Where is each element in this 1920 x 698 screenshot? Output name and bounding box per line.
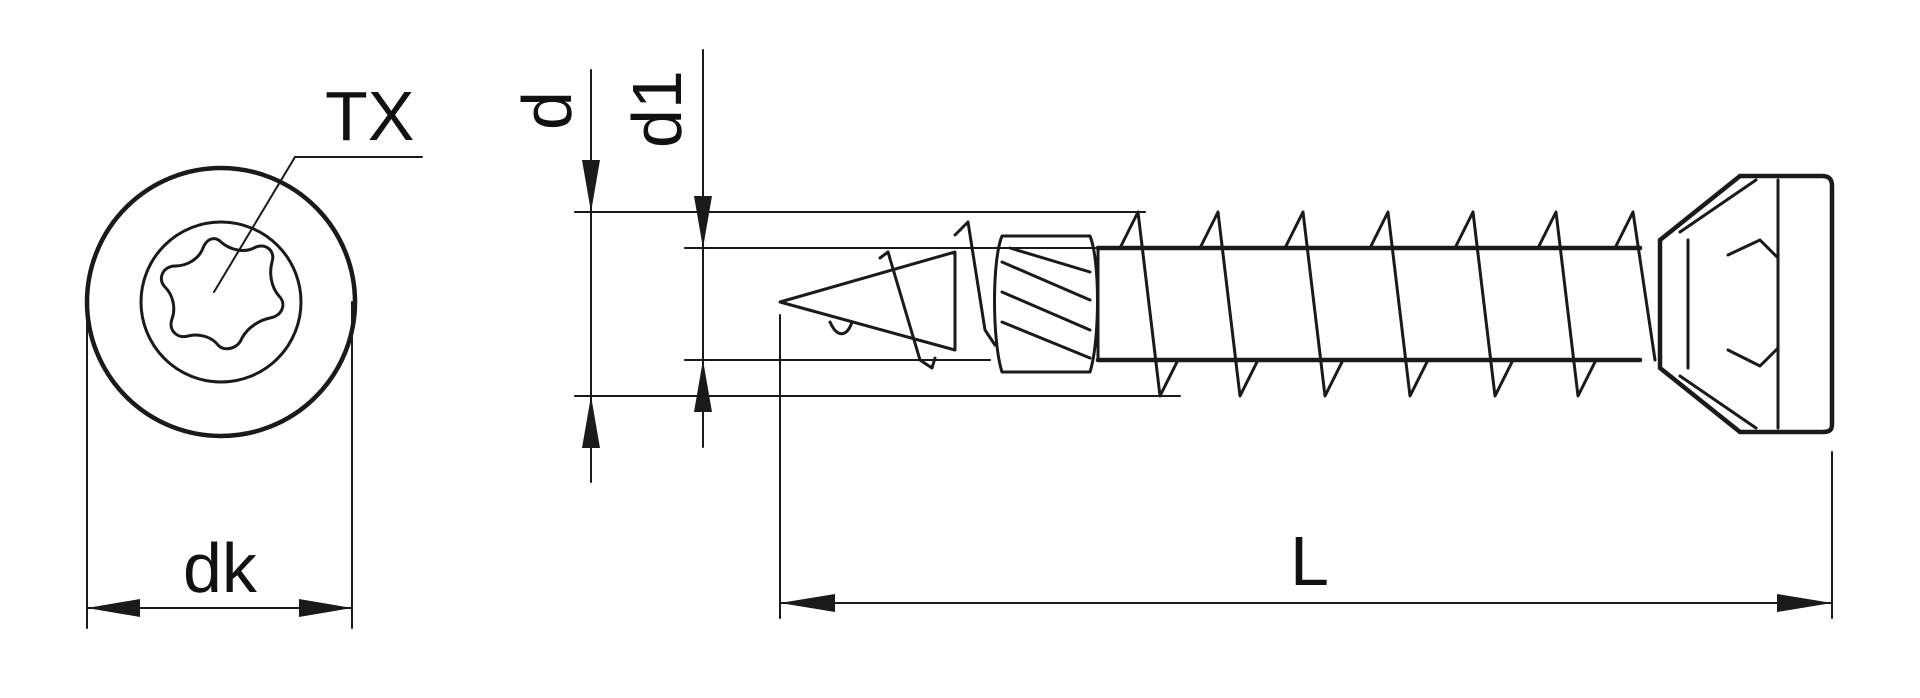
torx-recess-circle bbox=[139, 220, 303, 384]
head-chamfer bbox=[1678, 178, 1758, 430]
d1-arrow-top bbox=[694, 196, 712, 248]
thread-crest bbox=[1283, 210, 1345, 398]
threads bbox=[1118, 210, 1657, 398]
head-rib-bottom bbox=[1726, 346, 1780, 368]
tx-leader-line bbox=[213, 156, 296, 293]
thread-crest bbox=[1536, 210, 1598, 398]
d-arrow-top bbox=[582, 160, 600, 212]
cutting-groove-3 bbox=[1000, 320, 1092, 360]
thread-crest bbox=[1118, 210, 1180, 398]
screw-head bbox=[1657, 173, 1835, 435]
length-label: L bbox=[1290, 522, 1329, 600]
thread-crest bbox=[1613, 210, 1657, 362]
screw-side-view: d d1 bbox=[508, 49, 1835, 619]
thread-crest bbox=[1198, 210, 1260, 398]
thread-pre-1 bbox=[878, 250, 937, 370]
cutting-groove-4 bbox=[1008, 246, 1092, 274]
thread-crest bbox=[1453, 210, 1515, 398]
thread-pre-2 bbox=[953, 220, 997, 347]
torx-recess-icon bbox=[159, 237, 285, 351]
dk-arrow-left bbox=[87, 599, 140, 617]
cutting-groove-2 bbox=[1000, 290, 1092, 332]
d1-label: d1 bbox=[618, 70, 696, 148]
d-label: d bbox=[508, 91, 586, 130]
d1-arrow-bottom bbox=[694, 360, 712, 412]
dk-arrow-right bbox=[299, 599, 352, 617]
length-arrow-left bbox=[780, 594, 835, 612]
tip-thread-curl bbox=[828, 320, 854, 336]
length-arrow-right bbox=[1777, 594, 1832, 612]
d-arrow-bottom bbox=[582, 396, 600, 448]
cutting-zone bbox=[993, 234, 1099, 374]
head-view: TX dk bbox=[84, 77, 423, 629]
thread-crest bbox=[1368, 210, 1430, 398]
head-rib-top bbox=[1726, 238, 1780, 260]
dk-label: dk bbox=[183, 529, 258, 607]
cutting-groove-1 bbox=[1000, 260, 1092, 302]
screw-tip bbox=[778, 250, 957, 352]
tx-label: TX bbox=[325, 77, 414, 155]
head-outer-circle bbox=[84, 165, 358, 439]
